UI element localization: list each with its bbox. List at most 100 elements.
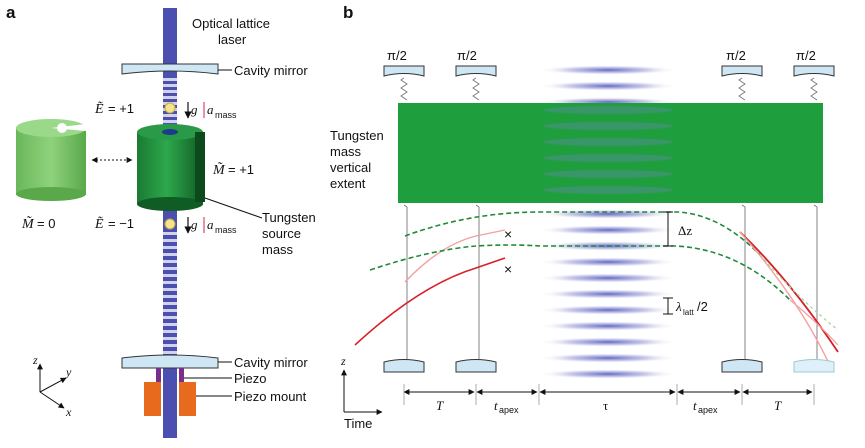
M-plus-value: = +1: [228, 162, 254, 177]
interval-tapex2: t: [693, 398, 697, 413]
E-top-value: = +1: [108, 101, 134, 116]
lattice-fringe: [163, 309, 177, 312]
lattice-fringe: [163, 246, 177, 249]
g-label-bottom: g: [191, 217, 198, 232]
cavity-mirror-bottom: [121, 354, 219, 369]
spring: [741, 204, 746, 359]
M-zero-value: = 0: [37, 216, 55, 231]
tungsten-b-line3: vertical: [330, 160, 371, 175]
interval-tapex1: t: [494, 398, 498, 413]
bottom-mirrors: [383, 359, 835, 373]
bottom-mirror: [721, 359, 763, 373]
lattice-fringe: [163, 78, 177, 81]
lattice-fringe: [163, 281, 177, 284]
lattice-fringe: [163, 351, 177, 354]
loss-mark-lower: ×: [504, 261, 512, 277]
lattice-fringe: [163, 330, 177, 333]
lattice-fringe: [163, 274, 177, 277]
pulse-label-1: π/2: [387, 48, 407, 63]
panel-b-label: b: [343, 3, 353, 22]
lattice-fringe: [163, 288, 177, 291]
band-fringe: [543, 186, 673, 194]
band-fringe: [543, 122, 673, 130]
spring: [810, 77, 818, 101]
lattice-fringe: [163, 239, 177, 242]
interval-T2: T: [774, 398, 782, 413]
piezo-label: Piezo: [234, 371, 267, 386]
lattice-fringe: [163, 114, 177, 117]
band-fringe: [543, 138, 673, 146]
band-fringes: [543, 106, 673, 194]
loss-mark-upper: ×: [504, 226, 512, 242]
cavity-mirror-bottom-label: Cavity mirror: [234, 355, 308, 370]
lattice-fringe: [538, 369, 678, 379]
pulse-columns: [383, 65, 835, 359]
M-plus-symbol: M̃: [212, 162, 226, 178]
lattice-fringe: [163, 260, 177, 263]
tungsten-label-line3: mass: [262, 242, 294, 257]
a-mass-label: a: [207, 102, 214, 117]
lambda-bracket: [663, 297, 673, 315]
lattice-fringe: [538, 353, 678, 363]
lattice-fringe: [163, 337, 177, 340]
intervals: [403, 384, 815, 405]
lattice-fringe: [538, 225, 678, 235]
axis-z-label: z: [32, 353, 38, 367]
lattice-fringe: [163, 120, 177, 123]
lattice-fringe: [163, 90, 177, 93]
delta-z-bracket: [663, 211, 673, 247]
lattice-fringe: [163, 84, 177, 87]
pink-path-right-1: [739, 231, 833, 371]
pink-path-right-3: [789, 299, 839, 346]
top-mirror: [383, 65, 425, 77]
axis-x-label: x: [65, 405, 72, 419]
green-dash-lower: [369, 244, 791, 301]
lattice-fringe: [163, 295, 177, 298]
band-fringe: [543, 106, 673, 114]
lattice-fringe: [163, 253, 177, 256]
lattice-fringe: [163, 267, 177, 270]
lattice-fringe: [163, 316, 177, 319]
interval-tapex2-sub: apex: [698, 405, 718, 415]
lattice-fringe: [163, 323, 177, 326]
a-mass-sub-bottom: mass: [215, 225, 237, 235]
axes-triad: z y x: [32, 353, 72, 419]
panel-a: a Cavity mirror Optical lattice laser Ẽ …: [6, 3, 316, 438]
M-zero-symbol: M̃: [21, 216, 35, 232]
axis-z-b: z: [340, 354, 346, 368]
lattice-fringe: [538, 289, 678, 299]
lattice-fringe: [538, 257, 678, 267]
tungsten-b-line1: Tungsten: [330, 128, 384, 143]
pulse-label-2: π/2: [457, 48, 477, 63]
atom-cloud-bottom: [164, 218, 176, 230]
green-dash-upper: [404, 211, 761, 256]
spring: [472, 77, 480, 101]
lattice-fringe: [538, 273, 678, 283]
piezo-mount-right: [179, 382, 196, 416]
delta-z-label: Δz: [678, 223, 692, 238]
spring: [813, 204, 818, 359]
interval-tapex1-sub: apex: [499, 405, 519, 415]
spring: [738, 77, 746, 101]
axis-y-label: y: [65, 365, 72, 379]
atom-cloud-top: [164, 102, 176, 114]
lattice-fringe: [163, 302, 177, 305]
g-label: g: [191, 102, 198, 117]
laser-label-line1: Optical lattice: [192, 16, 270, 31]
lambda-label: λ: [675, 299, 682, 314]
laser-label-line2: laser: [218, 32, 247, 47]
band-fringe: [543, 154, 673, 162]
spring: [403, 204, 408, 359]
piezo-mount-label: Piezo mount: [234, 389, 307, 404]
spring: [475, 204, 480, 359]
tungsten-b-line2: mass: [330, 144, 362, 159]
lattice-fringe: [538, 209, 678, 219]
E-bottom-symbol: Ẽ: [94, 215, 104, 232]
tungsten-source-mass: [137, 124, 205, 211]
lambda-tail: /2: [697, 299, 708, 314]
piezo-right: [179, 368, 184, 382]
tungsten-leader: [204, 197, 263, 219]
lattice-fringe: [163, 96, 177, 99]
interval-T1: T: [436, 398, 444, 413]
